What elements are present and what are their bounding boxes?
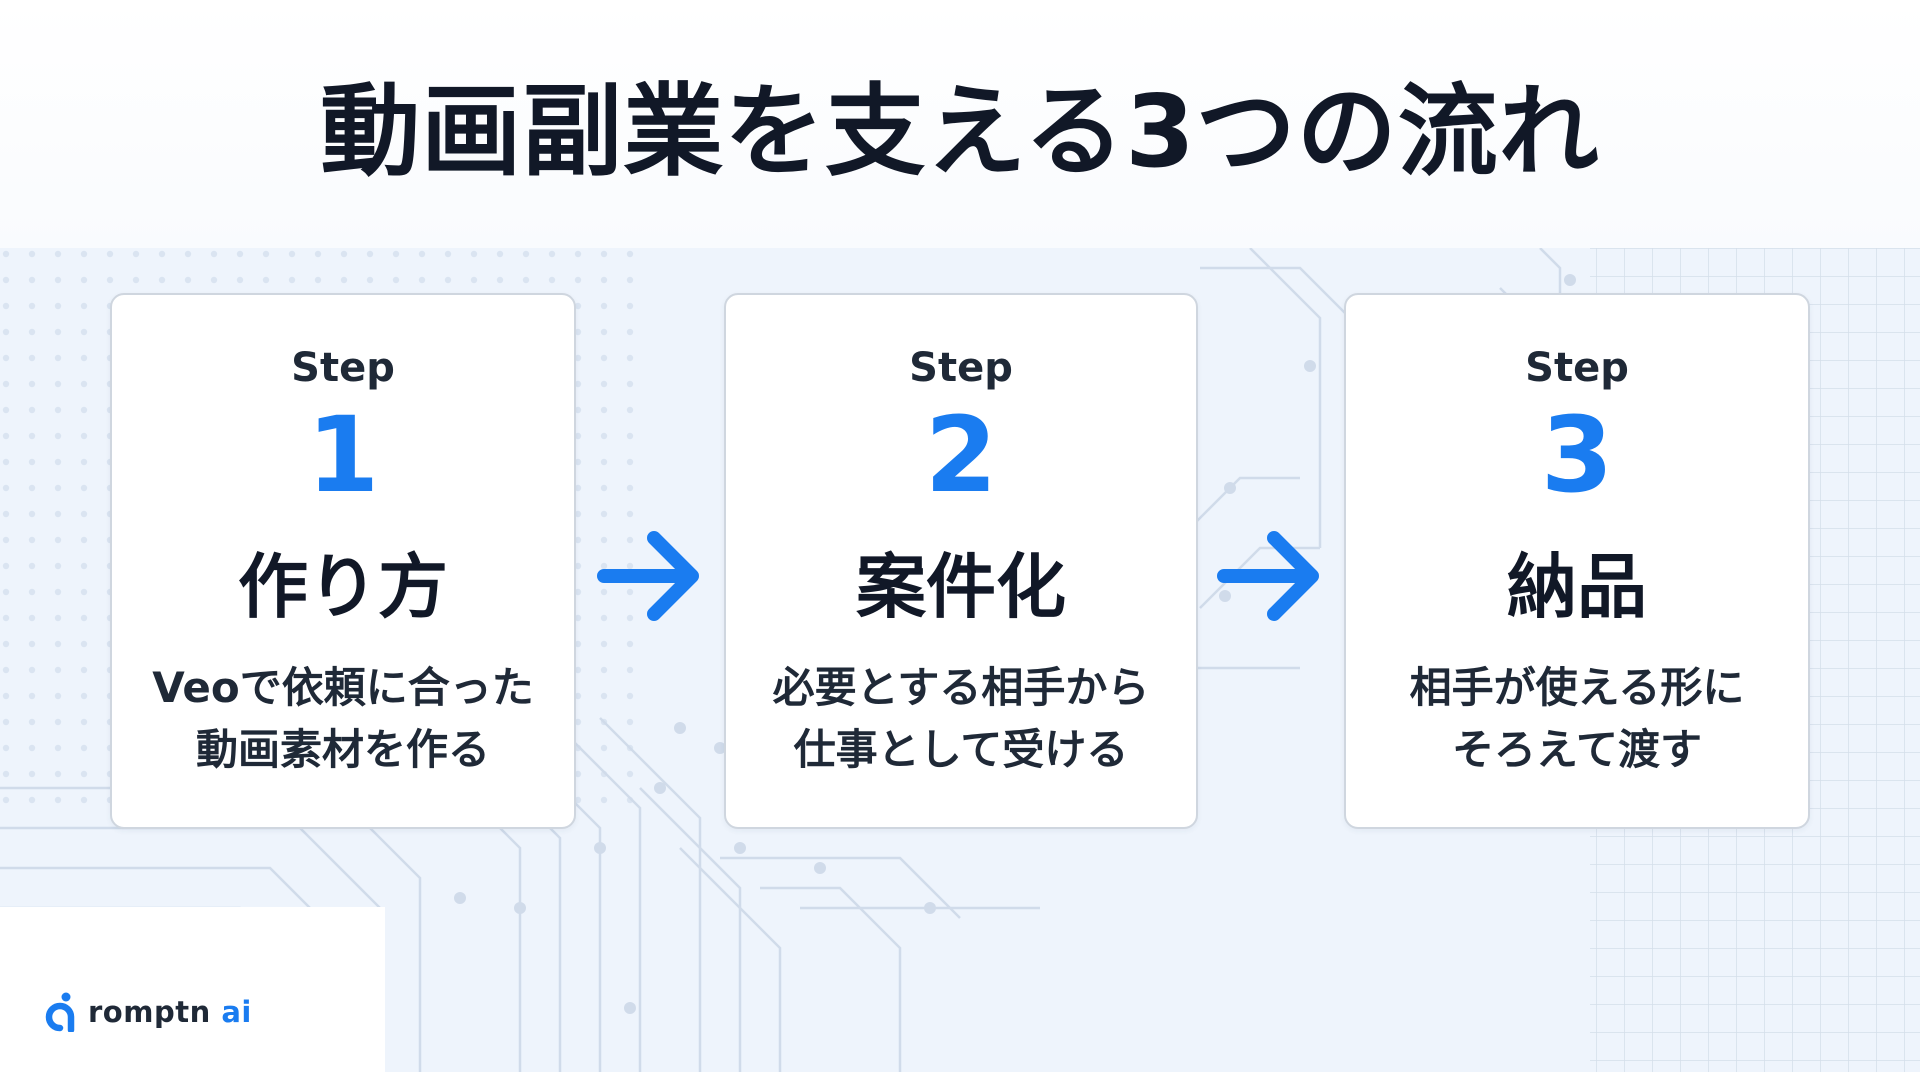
step-label: Step bbox=[1525, 345, 1629, 391]
step-card-1: Step 1 作り方 Veoで依頼に合った 動画素材を作る bbox=[110, 293, 576, 829]
step-label: Step bbox=[909, 345, 1013, 391]
logo-text: romptn ai bbox=[88, 995, 252, 1029]
arrow-right-icon bbox=[597, 531, 699, 621]
page-title: 動画副業を支える3つの流れ bbox=[320, 73, 1600, 190]
arrow-right-icon bbox=[1217, 531, 1319, 621]
step-title: 納品 bbox=[1507, 546, 1647, 628]
logo-name-main: romptn bbox=[88, 995, 211, 1029]
step-card-2: Step 2 案件化 必要とする相手から 仕事として受ける bbox=[724, 293, 1198, 829]
step-number: 2 bbox=[924, 394, 998, 516]
step-description-line: そろえて渡す bbox=[1452, 725, 1702, 774]
step-title: 作り方 bbox=[238, 546, 448, 628]
step-description: Veoで依頼に合った 動画素材を作る bbox=[122, 657, 564, 781]
logo-name-accent: ai bbox=[221, 995, 252, 1029]
step-number: 3 bbox=[1540, 394, 1614, 516]
header-band bbox=[0, 0, 1920, 248]
step-card-3: Step 3 納品 相手が使える形に そろえて渡す bbox=[1344, 293, 1810, 829]
step-description-line: 相手が使える形に bbox=[1409, 663, 1745, 712]
step-description: 必要とする相手から 仕事として受ける bbox=[736, 657, 1186, 781]
step-description-line: 動画素材を作る bbox=[195, 725, 490, 774]
step-description-line: Veoで依頼に合った bbox=[152, 663, 534, 712]
brand-logo: romptn ai bbox=[44, 990, 252, 1034]
step-description: 相手が使える形に そろえて渡す bbox=[1356, 657, 1798, 781]
step-description-line: 必要とする相手から bbox=[772, 663, 1150, 712]
logo-panel bbox=[0, 907, 385, 1072]
logo-icon bbox=[45, 992, 75, 1032]
step-title: 案件化 bbox=[856, 546, 1066, 628]
step-label: Step bbox=[291, 345, 395, 391]
step-description-line: 仕事として受ける bbox=[793, 725, 1129, 774]
step-number: 1 bbox=[306, 394, 380, 516]
